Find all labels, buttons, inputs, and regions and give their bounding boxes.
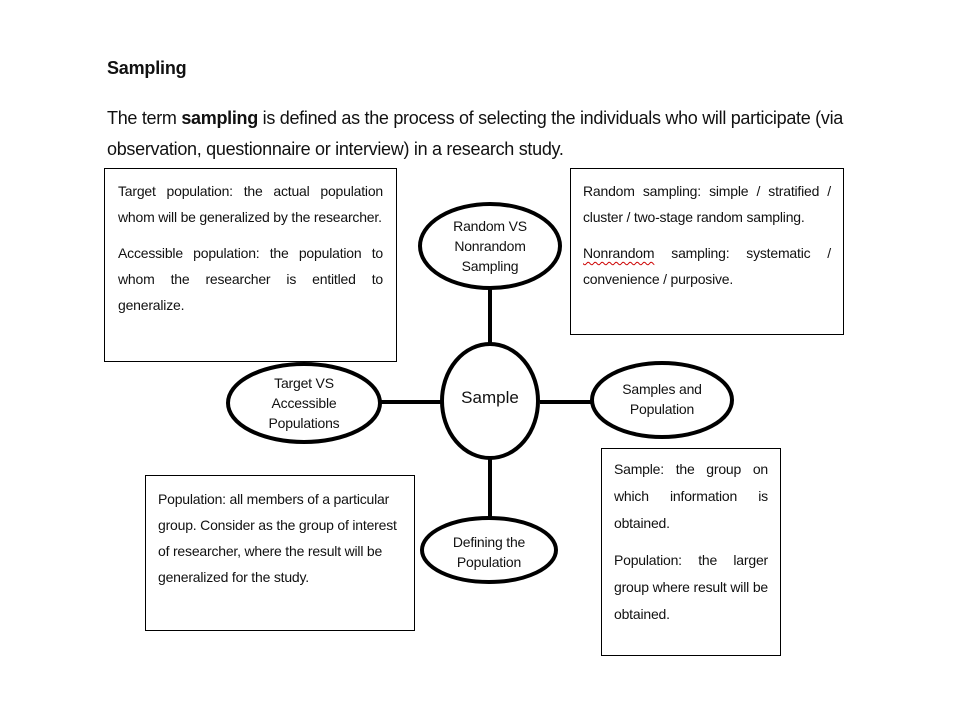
node-right-line-2: Population	[629, 401, 695, 417]
node-top-line-1: Random VS	[453, 218, 527, 234]
box-accessible-population-text: Accessible population: the population to…	[118, 245, 383, 313]
box-sample-definition-text: Sample: the group on which information i…	[614, 461, 768, 531]
node-right	[590, 361, 734, 439]
nonrandom-word: Nonrandom	[583, 245, 655, 261]
center-node-label: Sample	[461, 388, 519, 407]
box-larger-population-text: Population: the larger group where resul…	[614, 552, 768, 622]
intro-term: sampling	[181, 108, 258, 128]
node-left-line-3: Populations	[268, 415, 340, 431]
node-top-label: Random VS Nonrandom Sampling	[430, 216, 550, 276]
node-left	[226, 362, 382, 444]
box-target-accessible: Target population: the actual population…	[104, 168, 397, 362]
intro-suffix: is defined as the process of selecting t…	[107, 108, 843, 159]
node-top-line-3: Sampling	[461, 258, 519, 274]
node-right-line-1: Samples and	[622, 381, 702, 397]
node-bottom-line-1: Defining the	[452, 534, 526, 550]
node-bottom-label: Defining the Population	[429, 532, 549, 572]
node-right-label: Samples and Population	[602, 379, 722, 419]
box-random-nonrandom: Random sampling: simple / stratified / c…	[570, 168, 844, 335]
box-population-definition-text: Population: all members of a particular …	[158, 491, 397, 585]
node-top	[418, 202, 562, 290]
node-left-line-2: Accessible	[271, 395, 337, 411]
nonrandom-rest: sampling: systematic / convenience / pur…	[583, 245, 831, 287]
node-left-line-1: Target VS	[274, 375, 334, 391]
box-sample-population: Sample: the group on which information i…	[601, 448, 781, 656]
box-target-population-text: Target population: the actual population…	[118, 183, 383, 225]
node-bottom-line-2: Population	[456, 554, 522, 570]
box-nonrandom-sampling-text: Nonrandom sampling: systematic / conveni…	[583, 240, 831, 292]
node-top-line-2: Nonrandom	[454, 238, 526, 254]
box-defining-population: Population: all members of a particular …	[145, 475, 415, 631]
page-title: Sampling	[107, 58, 187, 78]
node-left-label: Target VS Accessible Populations	[244, 373, 364, 433]
center-node	[440, 342, 540, 460]
intro-paragraph: The term sampling is defined as the proc…	[107, 103, 847, 165]
box-random-sampling-text: Random sampling: simple / stratified / c…	[583, 183, 831, 225]
node-bottom	[420, 516, 558, 584]
intro-prefix: The term	[107, 108, 182, 128]
